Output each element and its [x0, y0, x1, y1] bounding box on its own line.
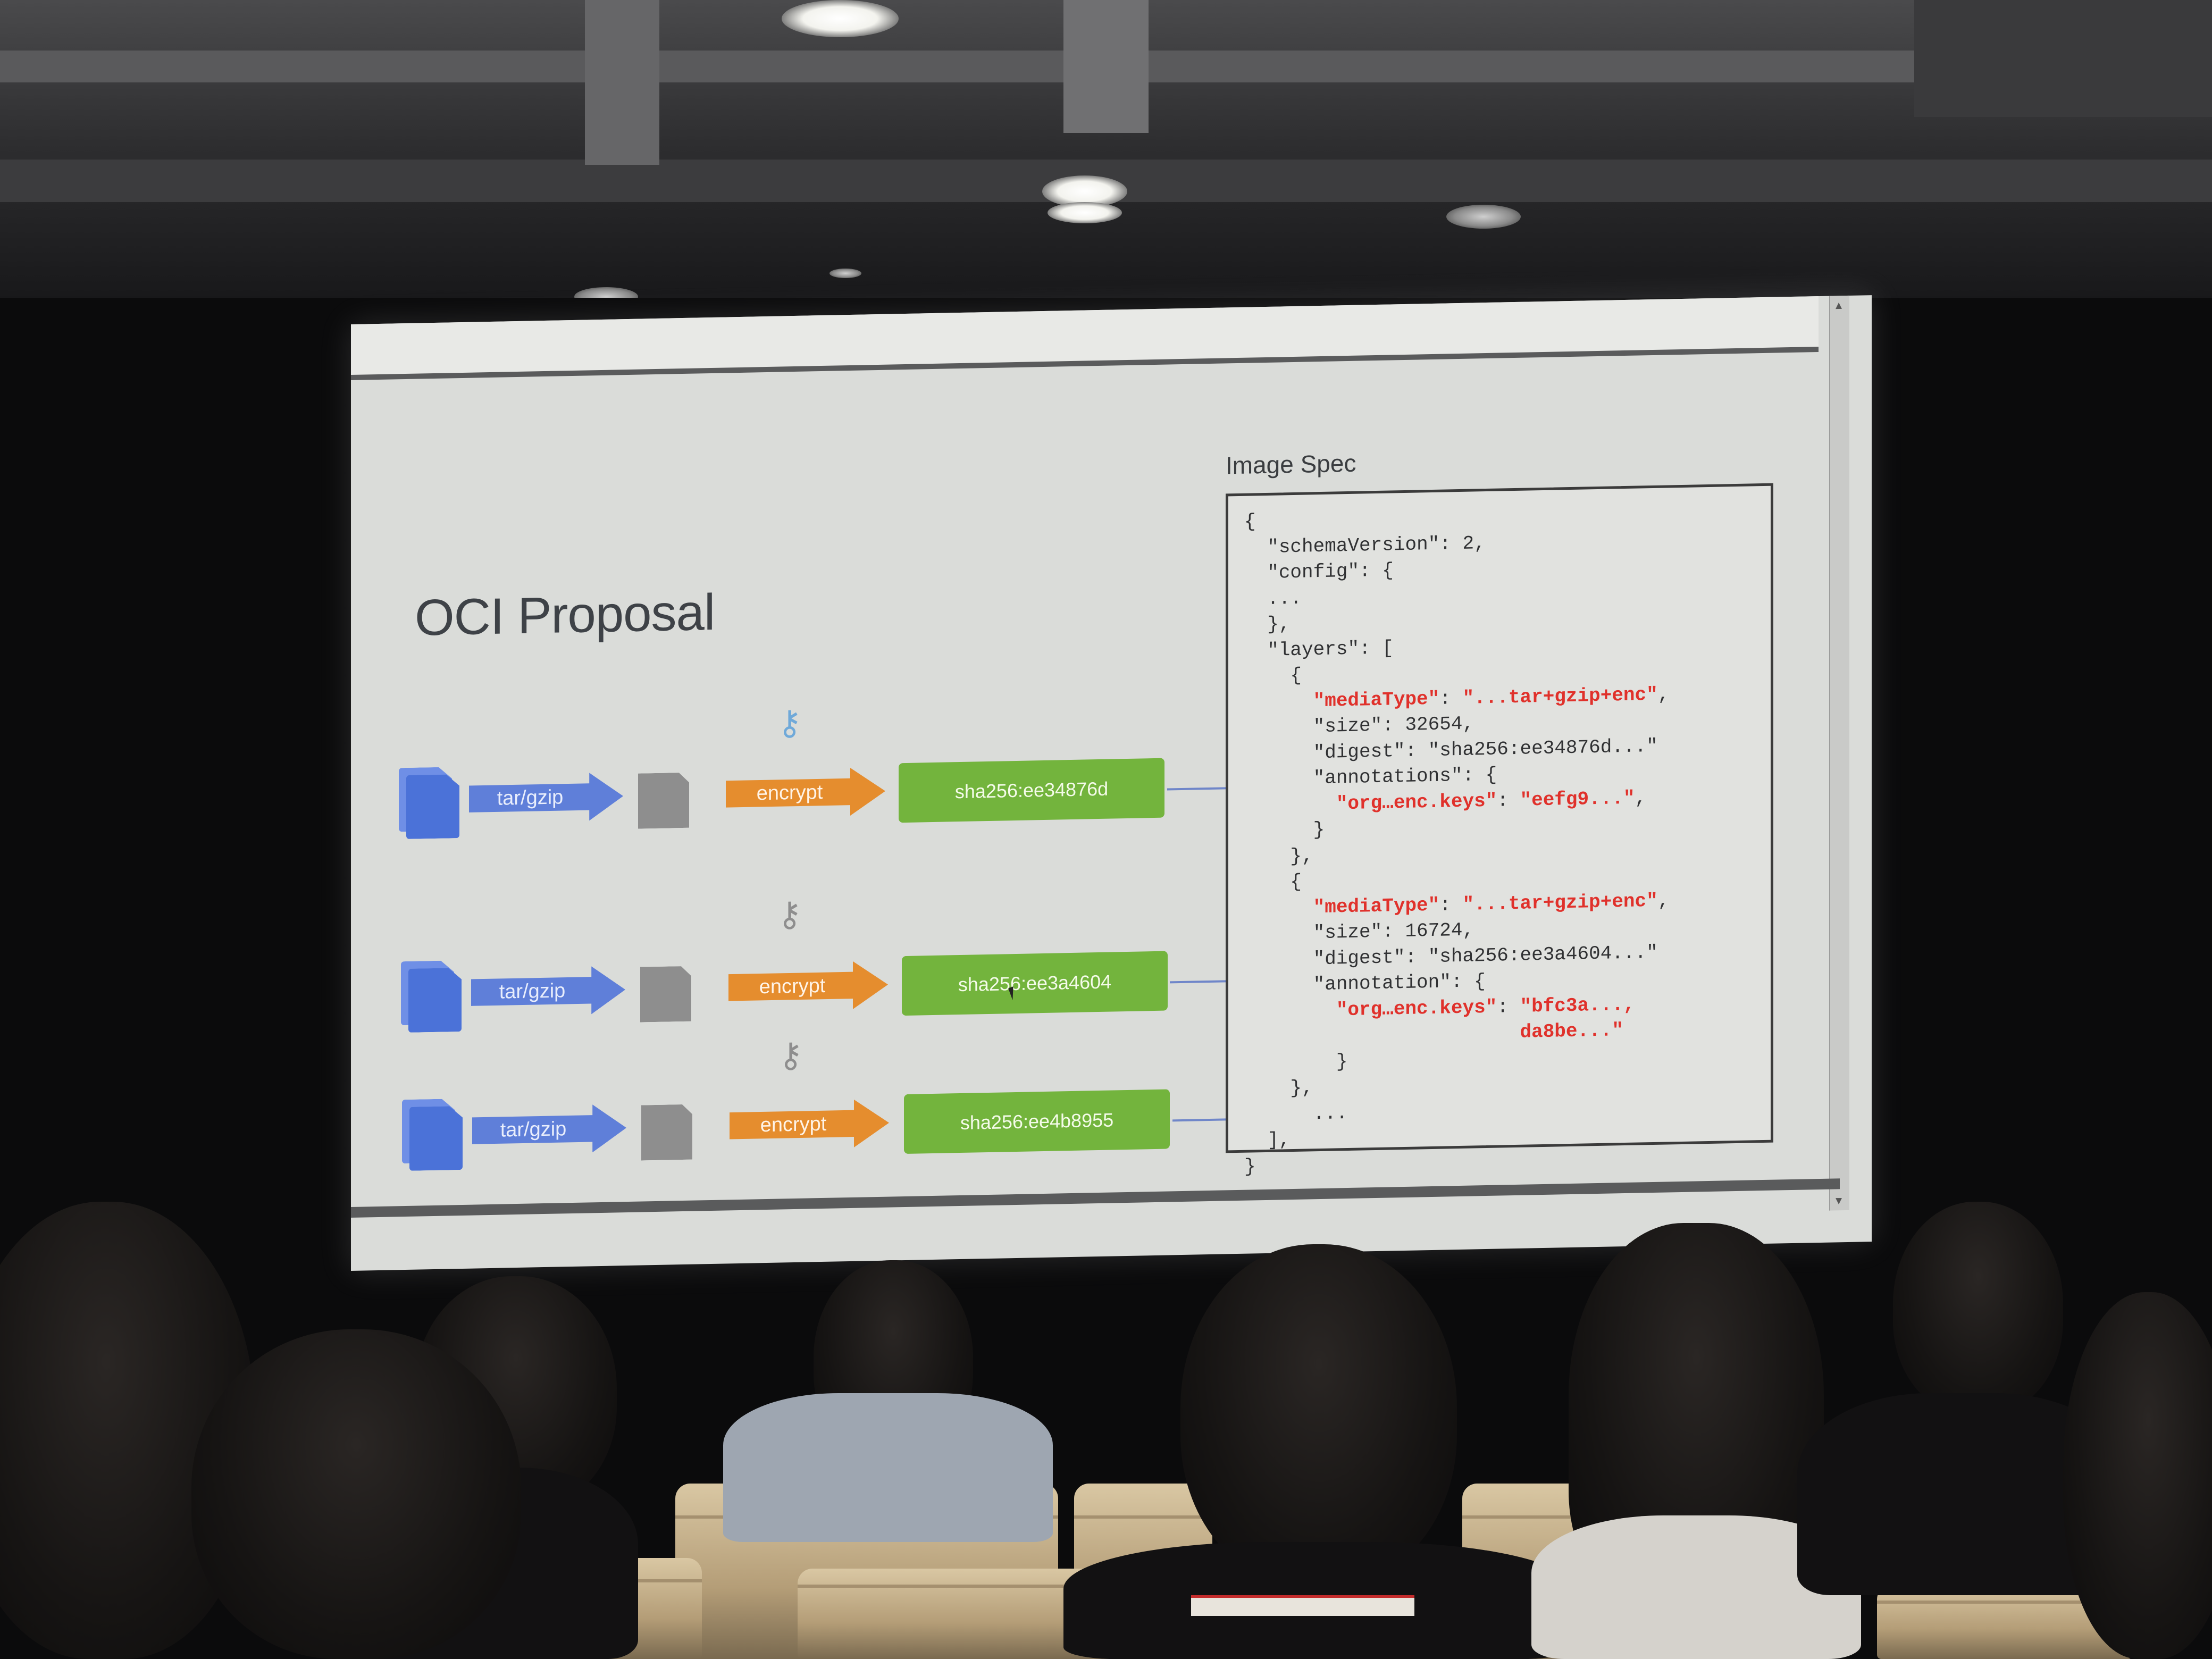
slide-window-bottombar: [351, 1178, 1840, 1218]
code-token: }: [1244, 1155, 1256, 1178]
tar-gzip-arrow: tar/gzip: [471, 966, 625, 1017]
tar-gzip-arrow: tar/gzip: [472, 1104, 626, 1155]
scroll-up-icon[interactable]: ▴: [1835, 298, 1842, 313]
document-icon: [409, 1106, 463, 1171]
json-code: { "schemaVersion": 2, "config": { ... },…: [1244, 499, 1765, 1180]
archive-icon: [641, 1104, 692, 1161]
code-token: }: [1336, 1050, 1348, 1073]
ceiling-light: [1048, 202, 1122, 223]
code-token: :: [1439, 687, 1463, 710]
code-token: ...: [1267, 587, 1302, 610]
digest-box: sha256:ee3a4604: [902, 951, 1168, 1016]
code-token: },: [1290, 844, 1313, 867]
code-token: da8be...": [1520, 1019, 1623, 1043]
code-token: ,: [1635, 786, 1647, 809]
code-token: }: [1313, 818, 1325, 841]
code-token: "size": 16724,: [1313, 919, 1474, 944]
key-icon: ⚷: [777, 894, 802, 934]
slide-scrollbar[interactable]: [1829, 295, 1849, 1211]
image-spec-code-box: { "schemaVersion": 2, "config": { ... },…: [1226, 483, 1773, 1177]
ceiling-light: [782, 0, 899, 37]
code-token: "size": 32654,: [1313, 713, 1474, 738]
code-token: ],: [1267, 1129, 1291, 1151]
code-token: "digest": "sha256:ee34876d...": [1313, 735, 1658, 764]
ceiling-beam: [1914, 0, 2212, 117]
code-token: },: [1267, 613, 1291, 635]
encrypt-arrow: encrypt: [726, 767, 885, 818]
ceiling-light: [1446, 205, 1521, 229]
encrypt-label: encrypt: [760, 1112, 827, 1136]
key-icon: ⚷: [777, 703, 802, 742]
code-token: "schemaVersion": 2,: [1267, 532, 1486, 558]
code-token: "annotation": {: [1313, 970, 1486, 996]
code-token: "...tar+gzip+enc": [1462, 890, 1658, 916]
tar-gzip-label: tar/gzip: [500, 1117, 567, 1142]
ceiling-beam: [585, 0, 659, 165]
code-token: "annotations": {: [1313, 764, 1497, 790]
slide-title: OCI Proposal: [415, 583, 715, 647]
code-token: },: [1290, 1077, 1313, 1100]
audience-shirt: [723, 1393, 1053, 1542]
document-icon: [408, 968, 462, 1033]
code-token: {: [1290, 664, 1302, 687]
document-icon: [406, 774, 459, 839]
code-token: "org…enc.keys": [1336, 996, 1497, 1021]
audience-head: [2063, 1292, 2212, 1659]
code-token: "config": {: [1267, 559, 1394, 584]
audience-head: [191, 1329, 521, 1659]
digest-box: sha256:ee4b8955: [904, 1089, 1170, 1154]
code-token: "eefg9...": [1520, 787, 1635, 811]
tar-gzip-arrow: tar/gzip: [469, 772, 623, 823]
code-token: "layers": [: [1267, 636, 1394, 661]
code-token: ,: [1657, 889, 1670, 912]
tar-gzip-label: tar/gzip: [497, 785, 564, 810]
code-token: "mediaType": [1313, 894, 1440, 918]
code-token: :: [1497, 789, 1520, 812]
code-token: "bfc3a...,: [1520, 993, 1635, 1018]
digest-box: sha256:ee34876d: [899, 758, 1164, 823]
code-token: ...: [1313, 1102, 1348, 1125]
code-token: {: [1290, 870, 1302, 893]
tar-gzip-label: tar/gzip: [499, 979, 566, 1003]
archive-icon: [638, 773, 689, 829]
code-token: {: [1244, 510, 1256, 533]
audience-head: [1180, 1244, 1457, 1585]
encrypt-label: encrypt: [759, 974, 826, 998]
code-token: ,: [1657, 683, 1670, 706]
encrypt-arrow: encrypt: [730, 1099, 889, 1150]
code-token: "mediaType": [1313, 688, 1440, 712]
key-icon: ⚷: [778, 1035, 803, 1075]
lanyard: [1191, 1595, 1414, 1616]
scroll-down-icon[interactable]: ▾: [1835, 1193, 1842, 1208]
code-token: "...tar+gzip+enc": [1462, 683, 1658, 709]
spec-label: Image Spec: [1226, 449, 1356, 480]
code-token: :: [1439, 893, 1463, 916]
archive-icon: [640, 966, 691, 1023]
code-token: :: [1497, 995, 1520, 1018]
ceiling-beam: [1063, 0, 1149, 133]
ceiling: [0, 0, 2212, 330]
code-token: "digest": "sha256:ee3a4604...": [1313, 941, 1658, 970]
encrypt-label: encrypt: [756, 781, 823, 805]
ceiling-light: [830, 269, 861, 278]
audience-head: [1893, 1202, 2063, 1414]
projection-screen: ▴ ▾ OCI Proposal tar/gzip ⚷ encrypt sha2…: [351, 295, 1872, 1271]
encrypt-arrow: encrypt: [728, 961, 888, 1012]
code-token: "org…enc.keys": [1336, 790, 1497, 815]
